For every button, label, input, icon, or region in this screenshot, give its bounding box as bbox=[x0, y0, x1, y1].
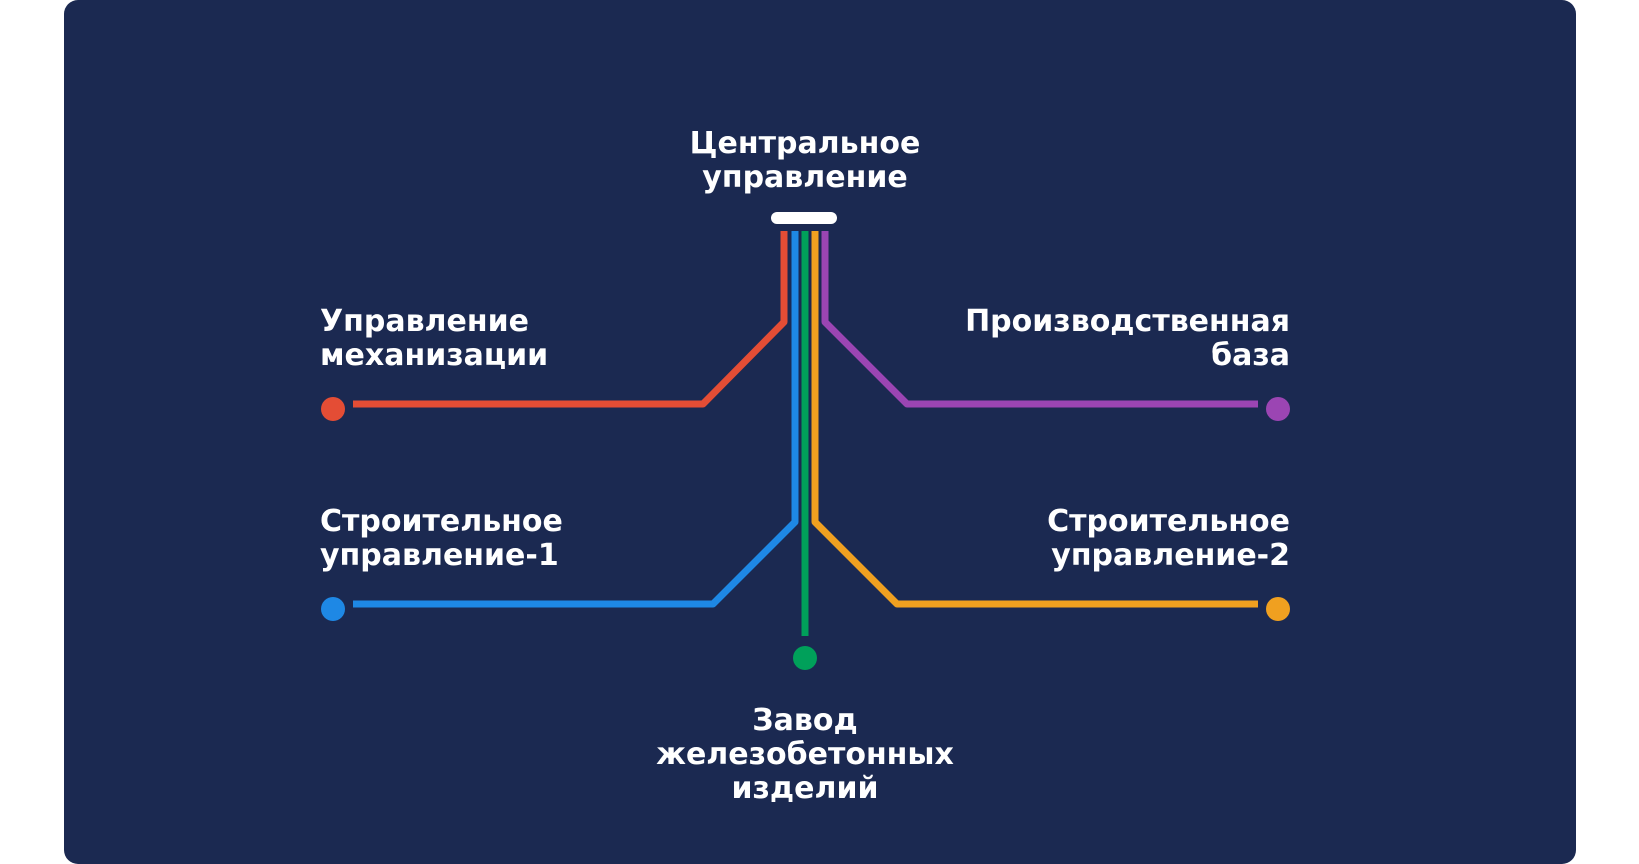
station-construction-1 bbox=[321, 597, 345, 621]
station-production bbox=[1266, 397, 1290, 421]
line-construction-2 bbox=[811, 231, 1258, 608]
hub-label-line2: управление bbox=[702, 160, 908, 195]
production-label: Производственная база bbox=[940, 305, 1290, 373]
construction-2-label-line1: Строительное bbox=[1047, 504, 1290, 539]
production-label-line2: база bbox=[1211, 338, 1290, 373]
construction-1-label-line1: Строительное bbox=[320, 504, 563, 539]
factory-label-line2: железобетонных bbox=[656, 737, 954, 772]
construction-1-label: Строительное управление-1 bbox=[320, 505, 563, 573]
mechanization-label-line1: Управление bbox=[320, 304, 529, 339]
hub-label-line1: Центральное bbox=[689, 126, 921, 161]
mechanization-label-line2: механизации bbox=[320, 338, 549, 373]
hub-label: Центральное управление bbox=[655, 127, 955, 195]
construction-2-label: Строительное управление-2 bbox=[990, 505, 1290, 573]
station-construction-2 bbox=[1266, 597, 1290, 621]
station-mechanization bbox=[321, 397, 345, 421]
factory-label: Завод железобетонных изделий bbox=[625, 704, 985, 806]
construction-2-label-line2: управление-2 bbox=[1051, 538, 1290, 573]
production-label-line1: Производственная bbox=[965, 304, 1290, 339]
mechanization-label: Управление механизации bbox=[320, 305, 548, 373]
factory-label-line1: Завод bbox=[752, 703, 858, 738]
line-construction-1 bbox=[353, 231, 799, 608]
line-production bbox=[821, 231, 1258, 408]
diagram-panel bbox=[64, 0, 1576, 864]
construction-1-label-line2: управление-1 bbox=[320, 538, 559, 573]
station-factory bbox=[793, 646, 817, 670]
factory-label-line3: изделий bbox=[731, 771, 879, 806]
hub-station bbox=[771, 212, 837, 224]
line-mechanization bbox=[353, 231, 788, 408]
